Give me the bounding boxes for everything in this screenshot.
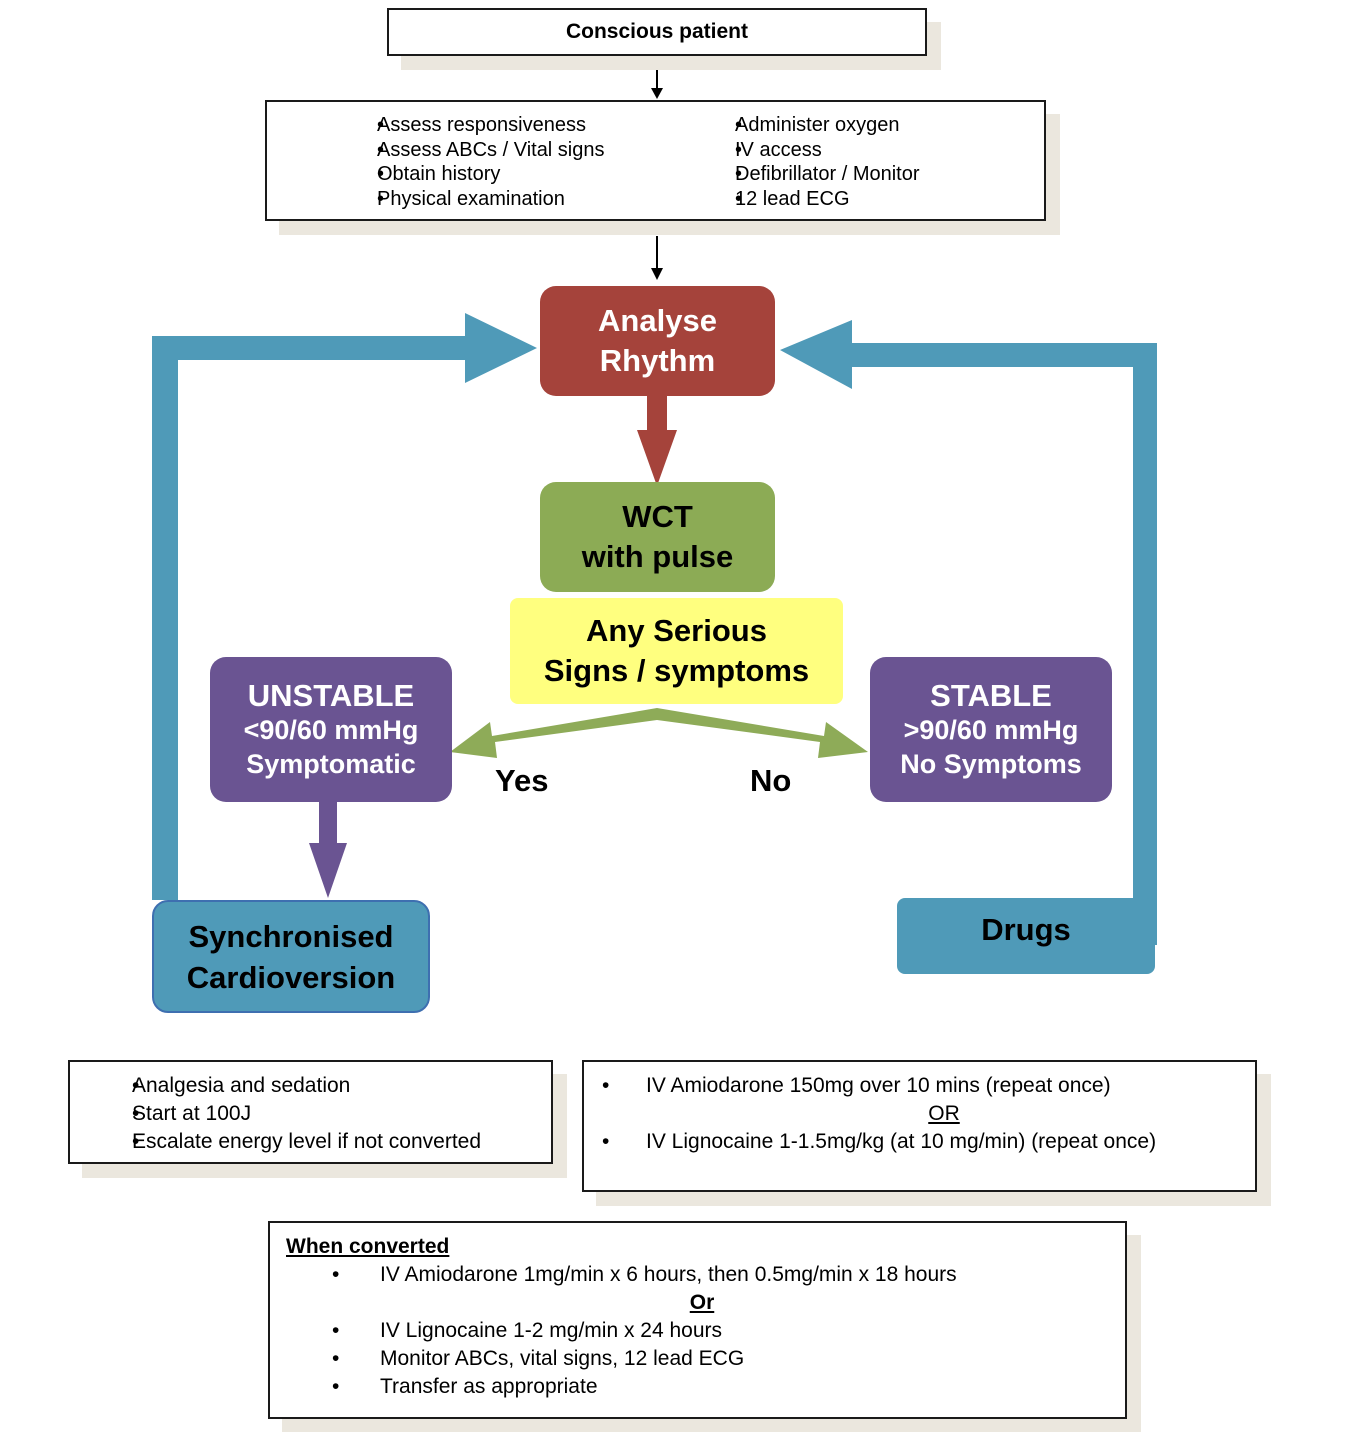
no-label: No — [750, 763, 792, 798]
cardioversion-details-box: Analgesia and sedation Start at 100J Esc… — [68, 1060, 553, 1164]
synchronised-cardioversion-node: Synchronised Cardioversion — [152, 900, 430, 1013]
drugs-label: Drugs — [981, 912, 1071, 947]
when-converted-content: When converted • IV Amiodarone 1mg/min x… — [286, 1233, 1106, 1401]
loop-arrow-left — [152, 313, 537, 900]
drug-details-box: • IV Amiodarone 150mg over 10 mins (repe… — [582, 1060, 1257, 1192]
intervention-list: Administer oxygen IV access Defibrillato… — [721, 113, 920, 211]
drug-option-lignocaine-text: IV Lignocaine 1-1.5mg/kg (at 10 mg/min) … — [646, 1130, 1157, 1153]
analyse-rhythm-node: Analyse Rhythm — [540, 286, 775, 396]
intervention-item: IV access — [721, 138, 920, 163]
intervention-item: Defibrillator / Monitor — [721, 162, 920, 187]
drug-option-amiodarone: • IV Amiodarone 150mg over 10 mins (repe… — [602, 1074, 1111, 1097]
converted-item: • Transfer as appropriate — [332, 1375, 598, 1398]
cardioversion-detail-item: Escalate energy level if not converted — [88, 1128, 481, 1156]
drug-option-lignocaine: • IV Lignocaine 1-1.5mg/kg (at 10 mg/min… — [602, 1130, 1157, 1153]
unstable-node: UNSTABLE <90/60 mmHg Symptomatic — [210, 657, 452, 802]
cardioversion-detail-item: Start at 100J — [88, 1100, 481, 1128]
serious-line1: Any Serious — [586, 613, 767, 648]
serious-signs-decision-node: Any Serious Signs / symptoms — [510, 598, 843, 704]
conscious-patient-title: Conscious patient — [565, 20, 749, 43]
serious-line2: Signs / symptoms — [543, 653, 810, 688]
when-converted-box: When converted • IV Amiodarone 1mg/min x… — [268, 1221, 1127, 1419]
stable-line3: No Symptoms — [900, 748, 1082, 779]
arrow-unstable-to-cardioversion — [309, 800, 347, 898]
intervention-item: 12 lead ECG — [721, 187, 920, 212]
arrow-no — [657, 708, 868, 758]
drug-details-content: • IV Amiodarone 150mg over 10 mins (repe… — [602, 1072, 1242, 1156]
arrow-top-to-assess — [651, 70, 663, 99]
converted-item-text: Transfer as appropriate — [380, 1375, 598, 1398]
wct-with-pulse-node: WCT with pulse — [540, 482, 775, 592]
stable-line1: STABLE — [930, 677, 1052, 713]
initial-assessment-box: Assess responsiveness Assess ABCs / Vita… — [265, 100, 1046, 221]
cardioversion-details-list: Analgesia and sedation Start at 100J Esc… — [88, 1072, 481, 1156]
conscious-patient-box: Conscious patient — [387, 8, 927, 56]
unstable-line2: <90/60 mmHg — [243, 714, 419, 745]
stable-node: STABLE >90/60 mmHg No Symptoms — [870, 657, 1112, 802]
when-converted-heading: When converted — [286, 1235, 450, 1258]
converted-item-text: IV Lignocaine 1-2 mg/min x 24 hours — [380, 1319, 723, 1342]
wct-line1: WCT — [622, 499, 693, 534]
converted-or-separator: Or — [689, 1291, 715, 1314]
yes-label: Yes — [495, 763, 549, 798]
converted-item-text: Monitor ABCs, vital signs, 12 lead ECG — [380, 1347, 745, 1370]
converted-item-amiodarone: • IV Amiodarone 1mg/min x 6 hours, then … — [332, 1263, 957, 1286]
intervention-item: Administer oxygen — [721, 113, 920, 138]
assessment-list: Assess responsiveness Assess ABCs / Vita… — [327, 113, 605, 211]
drug-or-separator: OR — [928, 1102, 960, 1125]
arrow-assess-to-analyse — [651, 236, 663, 280]
assessment-item: Obtain history — [327, 162, 605, 187]
unstable-line3: Symptomatic — [246, 748, 416, 779]
assessment-item: Assess ABCs / Vital signs — [327, 138, 605, 163]
stable-line2: >90/60 mmHg — [903, 714, 1079, 745]
cardioversion-detail-item: Analgesia and sedation — [88, 1072, 481, 1100]
converted-item: • IV Lignocaine 1-2 mg/min x 24 hours — [332, 1319, 723, 1342]
drugs-node: Drugs — [897, 898, 1155, 974]
arrow-yes — [450, 708, 657, 758]
arrow-analyse-to-wct — [637, 394, 677, 486]
assessment-item: Physical examination — [327, 187, 605, 212]
converted-item-amiodarone-text: IV Amiodarone 1mg/min x 6 hours, then 0.… — [380, 1263, 957, 1286]
wct-line2: with pulse — [581, 539, 734, 574]
unstable-line1: UNSTABLE — [247, 677, 415, 713]
analyse-line1: Analyse — [598, 303, 717, 338]
analyse-line2: Rhythm — [599, 343, 716, 378]
drug-option-amiodarone-text: IV Amiodarone 150mg over 10 mins (repeat… — [646, 1074, 1111, 1097]
cardioversion-line1: Synchronised — [188, 918, 394, 954]
converted-item: • Monitor ABCs, vital signs, 12 lead ECG — [332, 1347, 745, 1370]
cardioversion-line2: Cardioversion — [186, 959, 396, 995]
assessment-item: Assess responsiveness — [327, 113, 605, 138]
